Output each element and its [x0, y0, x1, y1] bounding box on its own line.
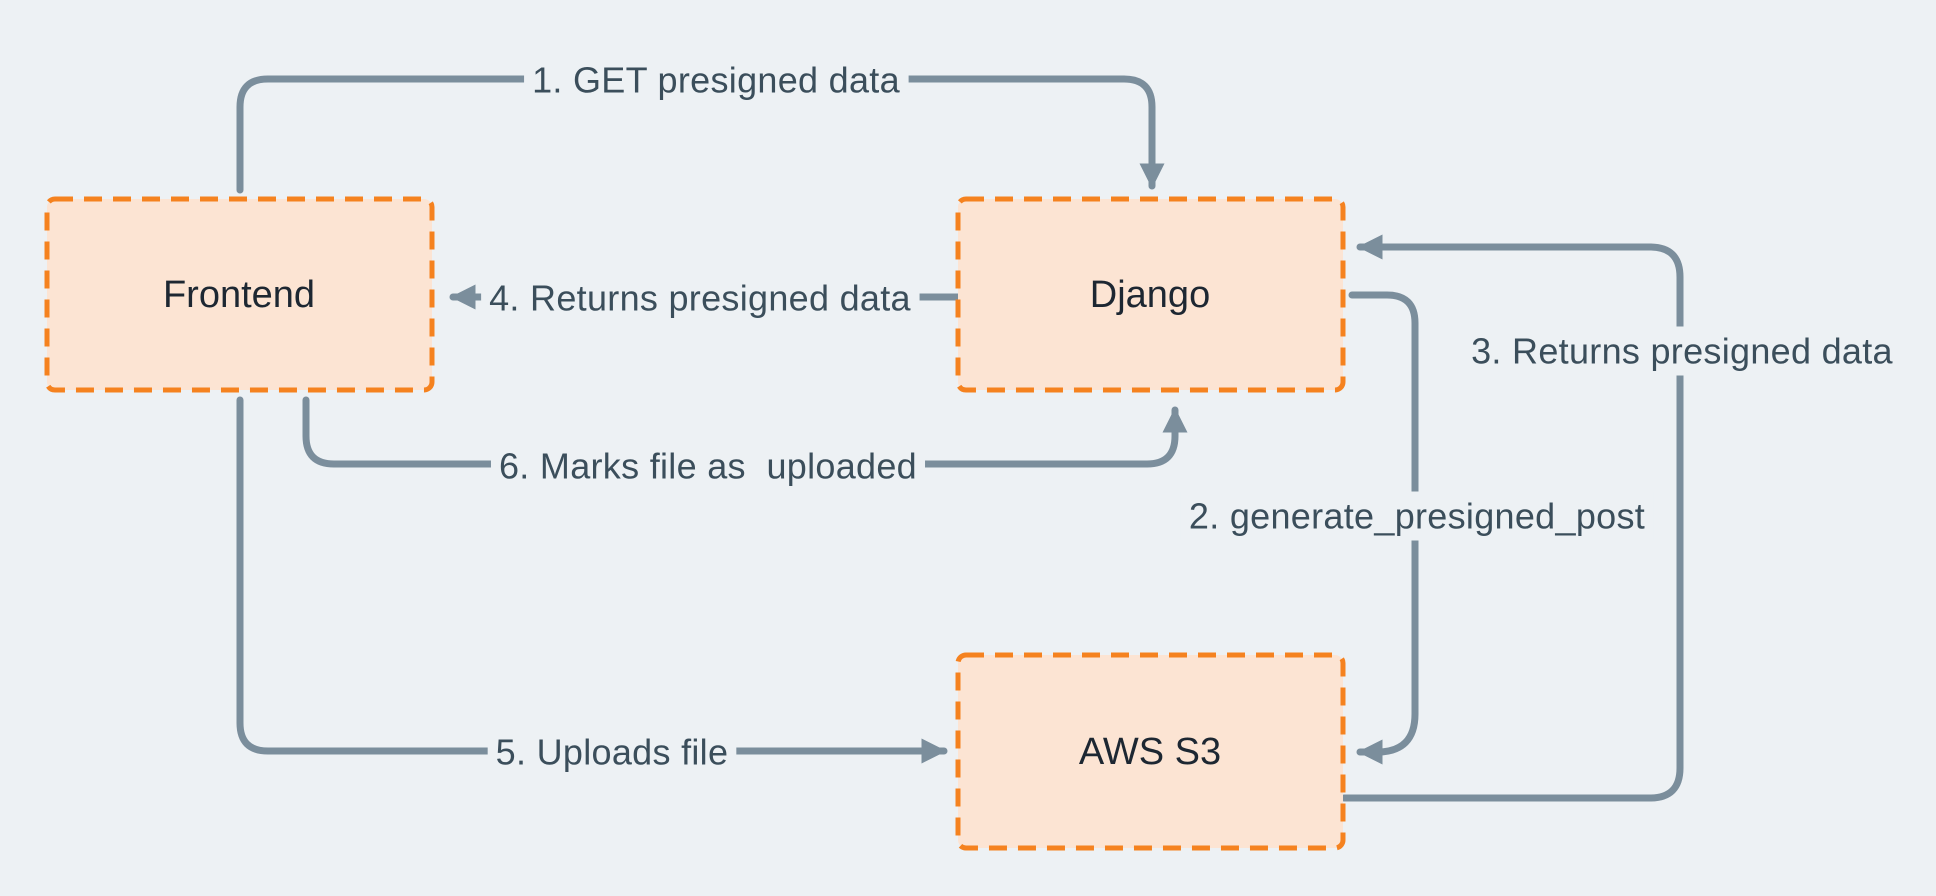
edge-label-backdrop — [481, 273, 920, 323]
edge-label-backdrop — [1180, 491, 1654, 541]
node-django-label: Django — [1090, 274, 1210, 316]
edge-label-backdrop — [490, 441, 926, 491]
edge-3-label: 3. Returns presigned data — [1471, 331, 1893, 372]
node-django-box — [955, 196, 1346, 393]
node-frontend-label: Frontend — [163, 274, 315, 316]
edge-3-returns-presigned-data-path — [1340, 234, 1684, 802]
nodes: Frontend Django AWS S3 — [44, 196, 1346, 851]
edge-6-label: 6. Marks file as uploaded — [499, 446, 917, 487]
node-aws-s3: AWS S3 — [955, 652, 1346, 851]
node-aws-s3-box — [955, 652, 1346, 851]
edge-5-uploads-file-path — [236, 396, 948, 764]
edge-label-backdrop — [1463, 326, 1902, 376]
edge-label-backdrop — [487, 727, 737, 777]
node-frontend: Frontend — [44, 196, 435, 393]
edge-2-generate-presigned-post-path — [1348, 291, 1419, 765]
edge-label-backdrop — [524, 55, 909, 105]
edge-1-label: 1. GET presigned data — [532, 60, 901, 101]
edge-5-label: 5. Uploads file — [496, 732, 729, 773]
edge-4-label: 4. Returns presigned data — [489, 278, 911, 319]
node-aws-s3-label: AWS S3 — [1079, 731, 1221, 773]
node-django: Django — [955, 196, 1346, 393]
edge-2-label: 2. generate_presigned_post — [1189, 496, 1645, 537]
edge-labels: 1. GET presigned data 2. generate_presig… — [481, 55, 1902, 777]
node-frontend-box — [44, 196, 435, 393]
